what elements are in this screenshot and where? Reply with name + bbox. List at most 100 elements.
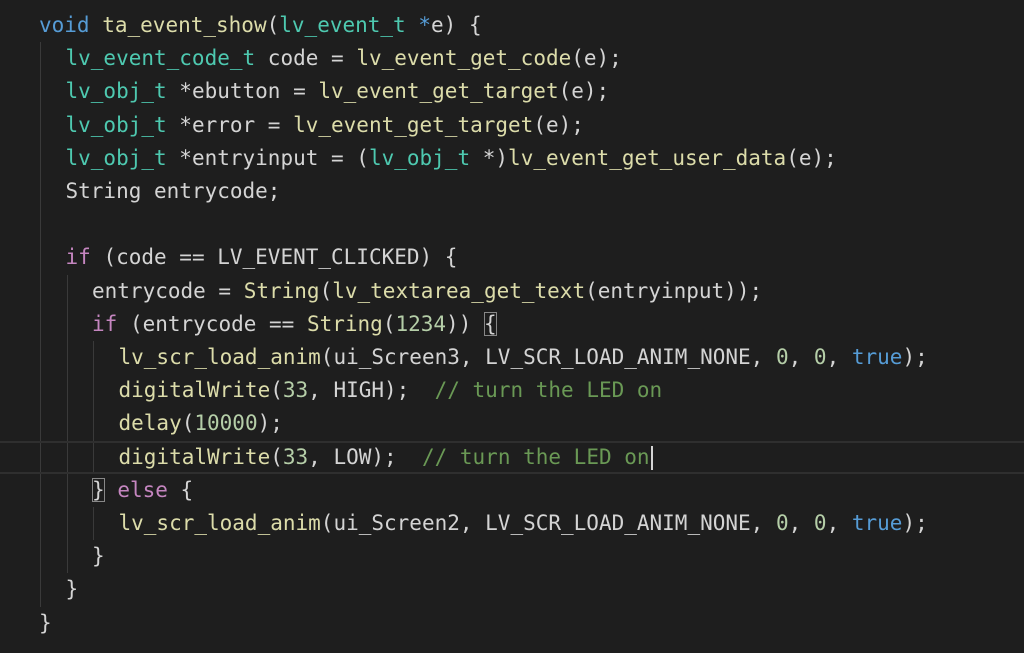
code-line[interactable]: entrycode = String(lv_textarea_get_text(… <box>0 275 1024 308</box>
code-token: (entryinput)); <box>585 278 763 303</box>
code-token: lv_obj_t <box>368 145 471 170</box>
code-token: lv_obj_t <box>65 79 167 104</box>
code-line[interactable]: } <box>0 607 1024 640</box>
code-token: String entrycode; <box>65 179 281 203</box>
code-text: } <box>39 607 52 640</box>
code-token: lv_event_t <box>279 13 406 37</box>
code-token: String <box>243 278 320 303</box>
code-token: lv_obj_t <box>65 145 167 170</box>
code-line-current[interactable]: digitalWrite(33, LOW); // turn the LED o… <box>0 440 1024 474</box>
code-token: 0 <box>813 345 827 369</box>
code-token: *) <box>470 145 509 170</box>
code-token: String <box>306 311 383 336</box>
code-token: } <box>92 544 105 569</box>
code-text: digitalWrite(33, LOW); // turn the LED o… <box>119 443 653 472</box>
text-cursor <box>650 445 653 470</box>
code-token: * <box>418 13 432 37</box>
code-line[interactable] <box>0 208 1024 241</box>
indent-guide <box>93 341 94 474</box>
code-token: true <box>851 345 903 369</box>
code-token <box>105 478 118 502</box>
code-text: lv_obj_t *entryinput = (lv_obj_t *)lv_ev… <box>66 142 837 175</box>
code-token: 0 <box>813 511 827 535</box>
code-text: if (entrycode == String(1234)) { <box>92 308 497 341</box>
code-line[interactable]: lv_obj_t *error = lv_event_get_target(e)… <box>0 109 1024 142</box>
code-token: (entrycode == <box>117 311 307 336</box>
code-token: lv_event_get_target <box>293 112 534 137</box>
code-token: ( <box>266 13 280 37</box>
code-line[interactable]: String entrycode; <box>0 175 1024 208</box>
code-line[interactable]: lv_scr_load_anim(ui_Screen3, LV_SCR_LOAD… <box>0 341 1024 374</box>
code-token: ta_event_show <box>102 13 267 37</box>
code-line[interactable]: } else { <box>0 474 1024 507</box>
code-line[interactable]: if (entrycode == String(1234)) { <box>0 308 1024 341</box>
code-line[interactable]: delay(10000); <box>0 407 1024 440</box>
code-token: ( <box>270 378 283 403</box>
code-token: , <box>826 511 852 535</box>
code-token: } <box>39 610 52 635</box>
code-token: lv_scr_load_anim <box>118 511 321 535</box>
code-token: lv_event_get_target <box>318 79 559 104</box>
code-text: } <box>66 573 79 606</box>
code-token: ); <box>902 345 928 369</box>
code-token: { <box>167 477 194 502</box>
code-token: , HIGH); <box>308 378 435 403</box>
indent-guide <box>93 507 94 541</box>
code-token: (e); <box>571 46 622 71</box>
matched-bracket: { <box>483 311 497 336</box>
code-token: *entryinput = ( <box>166 145 369 170</box>
code-token: delay <box>118 411 182 436</box>
code-text: if (code == LV_EVENT_CLICKED) { <box>66 241 458 274</box>
code-line[interactable]: if (code == LV_EVENT_CLICKED) { <box>0 241 1024 274</box>
code-token: (code == LV_EVENT_CLICKED) { <box>90 245 458 270</box>
matched-bracket: } <box>92 477 105 502</box>
code-token: (e); <box>786 145 837 170</box>
code-token: if <box>92 311 118 336</box>
code-line[interactable]: void ta_event_show(lv_event_t *e) { <box>0 9 1024 42</box>
code-token: lv_obj_t <box>65 112 167 137</box>
code-token: digitalWrite <box>118 378 271 403</box>
code-token: 0 <box>775 345 789 369</box>
indent-guide <box>40 42 41 607</box>
code-token: ( <box>270 444 283 469</box>
code-token: 33 <box>282 444 309 469</box>
code-token <box>90 13 103 37</box>
code-text: lv_scr_load_anim(ui_Screen2, LV_SCR_LOAD… <box>119 507 928 540</box>
code-text: digitalWrite(33, HIGH); // turn the LED … <box>119 374 663 407</box>
code-token: ( <box>181 411 195 436</box>
code-token: ); <box>902 511 928 535</box>
code-token: )) <box>446 311 484 336</box>
code-line[interactable]: lv_scr_load_anim(ui_Screen2, LV_SCR_LOAD… <box>0 507 1024 540</box>
code-line[interactable]: digitalWrite(33, HIGH); // turn the LED … <box>0 374 1024 407</box>
code-token: 0 <box>775 511 789 535</box>
code-token: ( <box>319 278 333 303</box>
code-line[interactable]: lv_obj_t *entryinput = (lv_obj_t *)lv_ev… <box>0 142 1024 175</box>
code-token: (e); <box>533 112 584 137</box>
code-text: lv_obj_t *error = lv_event_get_target(e)… <box>66 109 584 142</box>
code-token: (ui_Screen2, LV_SCR_LOAD_ANIM_NONE, <box>320 511 776 535</box>
code-token: ( <box>382 311 396 336</box>
code-token: entrycode = <box>92 278 244 303</box>
code-token: void <box>39 13 90 37</box>
code-token: (ui_Screen3, LV_SCR_LOAD_ANIM_NONE, <box>320 345 776 369</box>
code-token: e <box>431 13 444 37</box>
code-line[interactable]: } <box>0 540 1024 573</box>
code-token: , <box>788 345 814 369</box>
code-token: (e); <box>558 79 610 104</box>
code-token: code = <box>255 46 357 71</box>
code-token: true <box>851 511 903 535</box>
code-text: lv_event_code_t code = lv_event_get_code… <box>66 42 622 75</box>
code-token: 1234 <box>395 311 447 336</box>
code-text: lv_obj_t *ebutton = lv_event_get_target(… <box>66 75 610 108</box>
code-line[interactable]: } <box>0 573 1024 606</box>
code-text: void ta_event_show(lv_event_t *e) { <box>39 9 482 42</box>
code-text: String entrycode; <box>66 175 281 208</box>
code-token: // turn the LED on <box>434 378 663 403</box>
code-token: digitalWrite <box>118 444 271 469</box>
code-line[interactable]: lv_event_code_t code = lv_event_get_code… <box>0 42 1024 75</box>
code-token: if <box>65 245 91 270</box>
code-token: 33 <box>282 378 309 403</box>
code-text: lv_scr_load_anim(ui_Screen3, LV_SCR_LOAD… <box>119 341 928 374</box>
code-line[interactable]: lv_obj_t *ebutton = lv_event_get_target(… <box>0 75 1024 108</box>
